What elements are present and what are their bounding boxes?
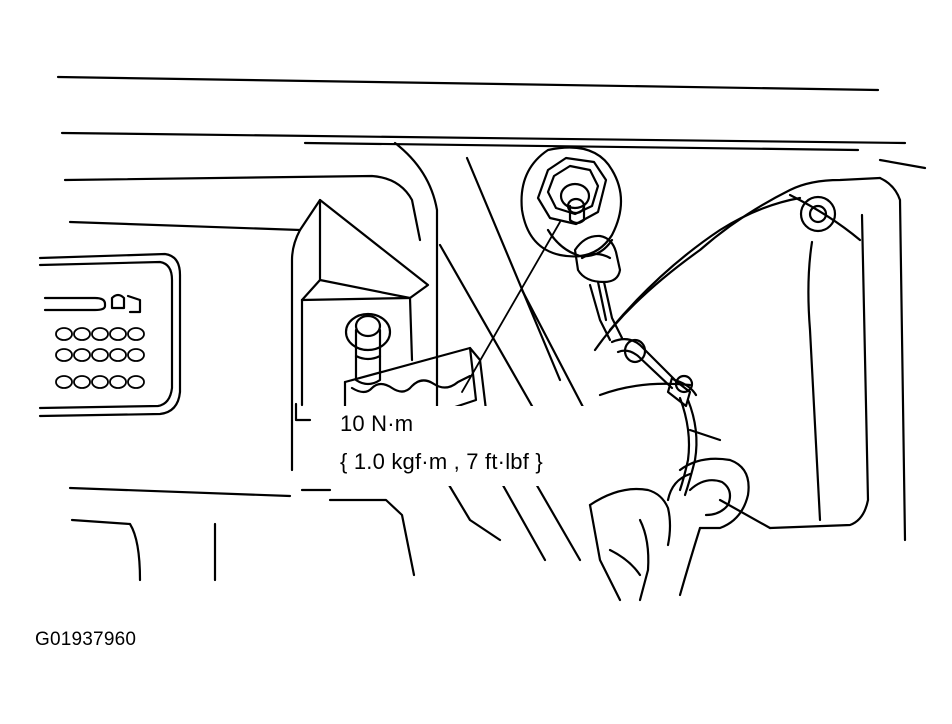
sensor-wire (612, 339, 696, 495)
sensor-connector (575, 236, 622, 340)
electrical-connector (40, 254, 180, 416)
mounting-bracket (296, 200, 428, 490)
figure-id: G01937960 (35, 629, 137, 650)
hand (590, 459, 749, 600)
stud-bolt (346, 314, 390, 384)
support-struts (440, 158, 595, 560)
label-backing (333, 406, 615, 486)
top-panel-lines (58, 77, 925, 420)
leader-line (462, 222, 560, 392)
right-housing (595, 178, 905, 540)
torque-alternate-units-label: { 1.0 kgf·m , 7 ft·lbf } (340, 449, 543, 474)
knock-sensor (522, 148, 621, 257)
torque-value-label: 10 N·m (340, 411, 414, 436)
